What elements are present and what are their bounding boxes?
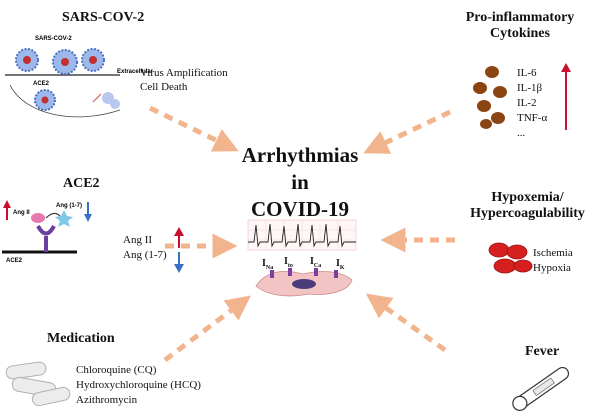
arrow-from-fever [365,293,447,353]
hypoxemia-list: Ischemia Hypoxia [533,246,573,276]
ang-17-molecule [55,210,73,227]
medication-heading: Medication [47,331,115,346]
ace2-diagram-up-arrow-icon [3,200,11,220]
sars-heading: SARS-COV-2 [62,10,145,25]
ang-17-down-arrow-icon [174,252,184,273]
ang-ii-up-arrow-icon [174,227,184,248]
arrow-from-medication [163,295,251,362]
conversion-arrow [45,212,61,219]
hypoxemia-item-hypoxia: Hypoxia [533,262,571,274]
medication-list: Chloroquine (CQ) Hydroxychloroquine (HCQ… [76,363,201,408]
ace2-diagram-down-arrow-icon [84,202,92,222]
ace2-diagram-ace2: ACE2 [6,258,23,264]
medication-item-azithromycin: Azithromycin [76,394,138,406]
cytokine-dot [493,86,507,98]
tnf-icon [92,92,120,109]
title-line-1: Arrhythmias [241,143,359,167]
current-k: IK [336,258,345,271]
fever-heading: Fever [525,344,560,359]
hypoxemia-heading-line-2: Hypercoagulability [470,206,585,221]
current-ca: ICa [310,256,321,269]
arrow-from-cytokines [363,109,452,154]
cell-nucleus [292,279,316,289]
channel-to [288,268,292,276]
pills-icon [5,361,71,407]
sars-virus-label: SARS-COV-2 [35,36,72,42]
cytokine-item: TNF-α [517,112,548,124]
channel-k [334,270,338,278]
sars-ace2-label: ACE2 [33,81,50,87]
cytokine-item: ... [517,127,526,139]
sars-effect-1: Virus Amplification [140,67,228,79]
ang-ii-molecule [31,213,45,223]
ace2-diagram-ang-17: Ang (1-7) [56,203,82,209]
cytokine-list: IL-6 IL-1β IL-2 TNF-α ... [517,66,547,141]
hypoxemia-item-ischemia: Ischemia [533,247,573,259]
ace2-illustration: Ang II Ang (1-7) ACE2 [2,200,92,264]
red-blood-cells-icon [488,242,533,274]
medication-item-cq: Chloroquine (CQ) [76,364,157,376]
sars-effects: Virus Amplification Cell Death [140,66,228,94]
center-title: Arrhythmias in COVID-19 [225,142,375,223]
virus-icon [15,48,105,111]
medication-item-hcq: Hydroxychloroquine (HCQ) [76,379,201,391]
cytokines-heading-line-1: Pro-inflammatory [465,10,575,25]
cytokine-up-arrow-icon [561,63,571,130]
cell-outline [9,84,121,118]
cardiomyocyte-illustration: INa Ito ICa IK [247,219,357,297]
sars-effect-2: Cell Death [140,81,188,93]
cytokine-item: IL-1β [517,82,543,94]
cytokine-dots [473,66,507,129]
sars-extracellular-label: Extracellular [117,69,154,75]
title-line-3: COVID-19 [251,197,349,221]
ace2-list: Ang II Ang (1-7) [123,233,167,263]
current-to: Ito [284,256,293,269]
cytokine-dot [473,82,487,94]
channel-ca [314,268,318,276]
title-line-2: in [291,170,309,194]
ace2-item-ang-ii: Ang II [123,234,153,246]
ace2-receptor [36,224,56,252]
cytokines-heading-line-2: Cytokines [490,26,550,41]
cytokine-dot [485,66,499,78]
ace2-item-ang-17: Ang (1-7) [123,249,167,261]
ace2-diagram-ang-ii: Ang II [13,210,30,216]
current-na: INa [262,258,273,271]
ace2-arrows [174,227,184,273]
cytokine-item: IL-2 [517,97,537,109]
sars-illustration: SARS-COV-2 Extracellular ACE2 [5,36,154,118]
cytokine-dot [477,100,491,112]
hypoxemia-heading: Hypoxemia/ Hypercoagulability [455,190,600,222]
channel-na [270,270,274,278]
cytokine-dot [491,112,505,124]
thermometer-icon [512,366,570,411]
cytokine-item: IL-6 [517,67,537,79]
hypoxemia-heading-line-1: Hypoxemia/ [491,190,564,205]
cytokine-dot [480,119,492,129]
ace2-heading: ACE2 [63,176,100,191]
ecg-trace [248,223,356,248]
cytokines-heading: Pro-inflammatory Cytokines [455,10,585,42]
